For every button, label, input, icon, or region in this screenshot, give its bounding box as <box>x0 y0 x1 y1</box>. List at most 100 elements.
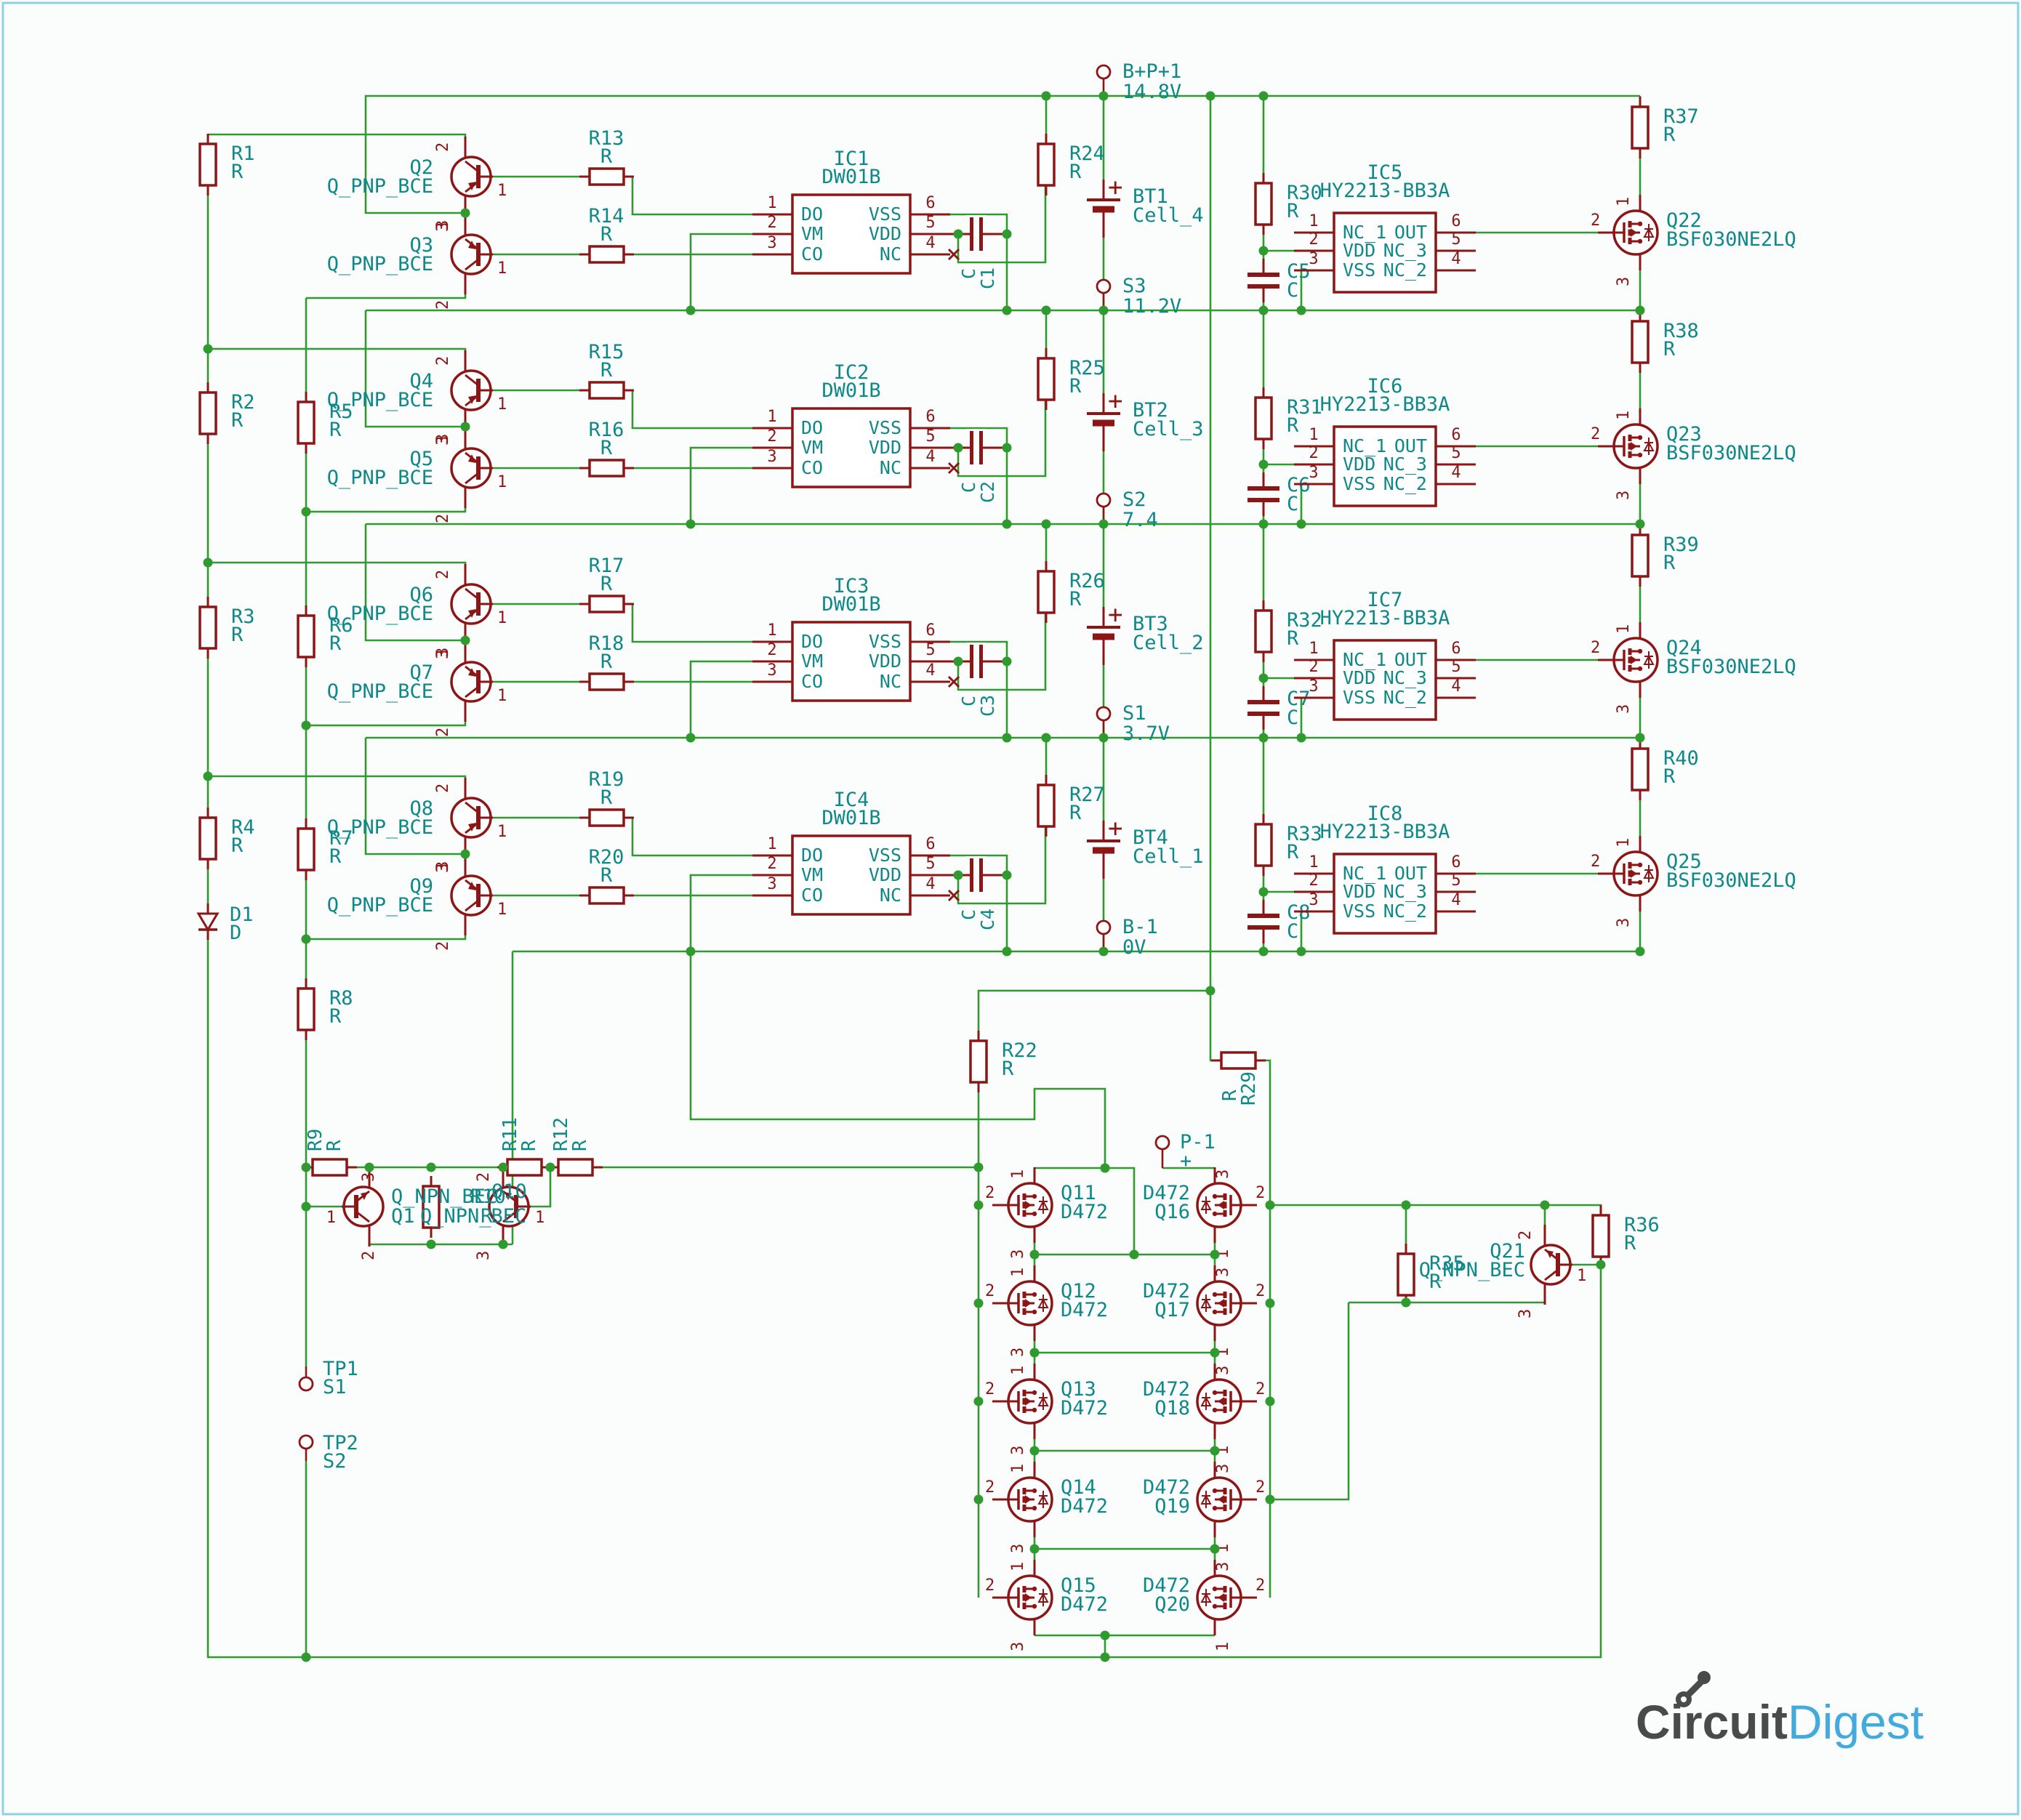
resistor-R7: R7R <box>297 818 353 880</box>
svg-text:BSF030NE2LQ: BSF030NE2LQ <box>1666 228 1796 251</box>
svg-text:BSF030NE2LQ: BSF030NE2LQ <box>1666 869 1796 892</box>
svg-text:R: R <box>1663 552 1676 574</box>
svg-text:VSS: VSS <box>869 845 901 866</box>
svg-text:Q3: Q3 <box>409 234 433 257</box>
svg-text:3: 3 <box>1516 1309 1535 1318</box>
svg-text:OUT: OUT <box>1394 863 1427 884</box>
svg-text:BT1: BT1 <box>1133 185 1168 208</box>
svg-text:2: 2 <box>1591 853 1600 871</box>
svg-text:1: 1 <box>1577 1267 1586 1285</box>
svg-text:1: 1 <box>535 1209 545 1227</box>
svg-text:Q13: Q13 <box>1061 1378 1096 1401</box>
svg-text:2: 2 <box>1591 425 1600 443</box>
svg-text:R: R <box>600 145 613 168</box>
svg-text:Q_NPN_BEC: Q_NPN_BEC <box>1419 1259 1525 1281</box>
svg-text:R25: R25 <box>1069 357 1105 379</box>
svg-text:NC_3: NC_3 <box>1383 240 1427 261</box>
svg-text:B-1: B-1 <box>1122 916 1158 938</box>
svg-text:3: 3 <box>1214 1562 1232 1571</box>
svg-text:R: R <box>600 864 613 887</box>
svg-text:3: 3 <box>434 648 452 657</box>
svg-text:4: 4 <box>925 875 935 893</box>
svg-text:S1: S1 <box>1122 702 1146 725</box>
svg-text:R: R <box>231 409 244 432</box>
svg-text:BSF030NE2LQ: BSF030NE2LQ <box>1666 442 1796 464</box>
svg-text:C: C <box>1287 706 1298 729</box>
svg-text:Q18: Q18 <box>1154 1397 1190 1420</box>
svg-text:1: 1 <box>1009 1268 1027 1277</box>
svg-text:NC_1: NC_1 <box>1343 863 1386 884</box>
svg-text:DO: DO <box>801 845 823 866</box>
svg-text:1: 1 <box>1214 1642 1232 1651</box>
resistor-R6: R6R <box>297 605 353 667</box>
svg-text:R: R <box>324 1140 345 1151</box>
svg-text:R: R <box>481 1205 493 1228</box>
svg-text:2: 2 <box>434 570 452 579</box>
svg-text:HY2213-BB3A: HY2213-BB3A <box>1320 607 1450 629</box>
transistor-Q1: 132 <box>326 1167 385 1260</box>
transistor-Q10: 123 <box>475 1167 545 1260</box>
svg-text:Cell_3: Cell_3 <box>1133 418 1204 440</box>
svg-text:2: 2 <box>1591 212 1600 230</box>
svg-text:IC4: IC4 <box>834 789 869 811</box>
resistor-R8: R8R <box>297 978 353 1040</box>
ic-IC8: IC8HY2213-BB3A1NC_16OUT2VDD5NC_33VSS4NC_… <box>1294 802 1476 935</box>
svg-text:6: 6 <box>1451 640 1460 658</box>
svg-text:CO: CO <box>801 671 823 692</box>
svg-text:Q_PNP_BCE: Q_PNP_BCE <box>327 253 433 275</box>
svg-text:R18: R18 <box>589 632 624 655</box>
svg-text:R27: R27 <box>1069 784 1105 806</box>
svg-text:1: 1 <box>497 609 507 627</box>
capacitor-C3: CC3 <box>948 643 1007 717</box>
svg-text:R26: R26 <box>1069 570 1105 592</box>
svg-text:R20: R20 <box>589 846 624 869</box>
svg-text:Q14: Q14 <box>1061 1476 1096 1499</box>
svg-text:Q10: Q10 <box>491 1180 527 1203</box>
svg-text:D472: D472 <box>1061 1299 1108 1321</box>
svg-text:2: 2 <box>434 300 452 310</box>
resistor-R2: R2R <box>198 382 255 444</box>
svg-text:DO: DO <box>801 631 823 652</box>
junction-dots <box>203 91 1645 1662</box>
svg-text:R: R <box>1663 338 1676 361</box>
svg-text:1: 1 <box>1615 197 1633 206</box>
svg-text:D472: D472 <box>1143 1280 1190 1302</box>
svg-text:R: R <box>231 624 244 646</box>
svg-text:2: 2 <box>985 1282 995 1300</box>
svg-text:2: 2 <box>767 427 776 446</box>
svg-text:R10: R10 <box>470 1185 506 1208</box>
svg-text:D472: D472 <box>1143 1476 1190 1499</box>
svg-text:R: R <box>569 1140 591 1151</box>
svg-text:IC1: IC1 <box>834 148 869 170</box>
svg-text:R: R <box>329 1005 342 1028</box>
svg-text:5: 5 <box>1451 871 1460 890</box>
svg-text:4: 4 <box>1451 891 1460 909</box>
wrench-bolt-icon <box>1676 1671 1711 1707</box>
svg-text:Q12: Q12 <box>1061 1280 1096 1302</box>
svg-text:NC_2: NC_2 <box>1383 473 1427 494</box>
svg-text:VM: VM <box>801 651 823 672</box>
svg-text:BT3: BT3 <box>1133 613 1168 635</box>
svg-text:R32: R32 <box>1287 609 1322 632</box>
svg-text:1: 1 <box>767 194 776 212</box>
svg-text:NC_3: NC_3 <box>1383 454 1427 475</box>
svg-text:NC: NC <box>880 671 901 692</box>
svg-text:R: R <box>518 1140 540 1151</box>
svg-text:R: R <box>1069 375 1082 398</box>
svg-text:1: 1 <box>497 259 507 278</box>
svg-text:R3: R3 <box>231 605 255 628</box>
svg-text:C: C <box>958 482 979 493</box>
svg-text:3: 3 <box>1615 918 1633 927</box>
